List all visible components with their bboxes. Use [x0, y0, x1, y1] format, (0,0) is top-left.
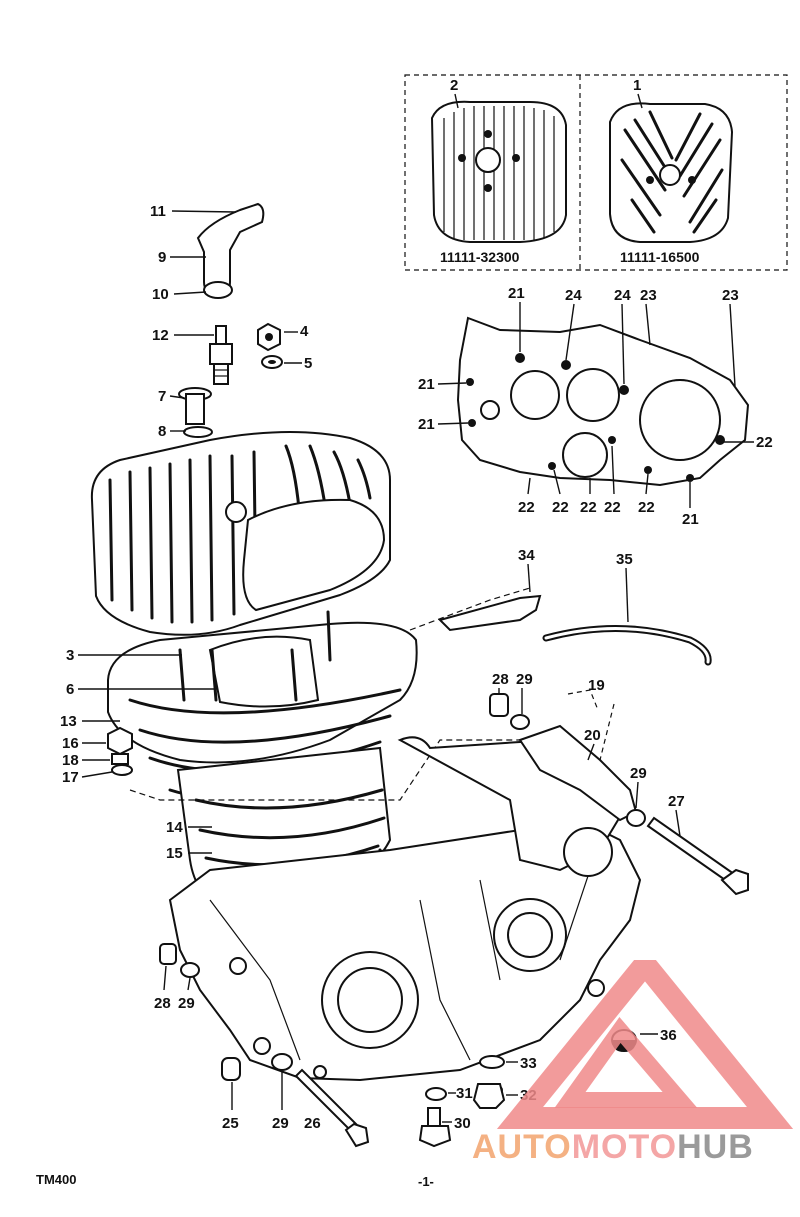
head-variant-32300 [430, 100, 567, 243]
head-variants-box: 2 1 11111-32300 11111-16500 [404, 74, 788, 271]
callout-17: 17 [62, 769, 79, 786]
drain-parts [418, 1055, 506, 1148]
callout-12: 12 [152, 327, 169, 344]
watermark-logo: AUTOMOTOHUB [470, 946, 800, 1180]
callout-8: 8 [158, 423, 166, 440]
callout-6: 6 [66, 681, 74, 698]
mount-bolt-26 [294, 1068, 370, 1148]
variant-part-number-32300: 11111-32300 [440, 249, 520, 265]
head-washer [261, 355, 283, 369]
callout-22: 22 [638, 499, 655, 516]
callout-33: 33 [520, 1055, 537, 1072]
callout-16: 16 [62, 735, 79, 752]
page-number: -1- [418, 1174, 434, 1189]
callout-21: 21 [418, 416, 435, 433]
variant-part-number-16500: 11111-16500 [620, 249, 700, 265]
callout-15: 15 [166, 845, 183, 862]
callout-26: 26 [304, 1115, 321, 1132]
callout-22: 22 [604, 499, 621, 516]
callout-28: 28 [492, 671, 509, 688]
washer-29 [626, 809, 646, 827]
callout-29: 29 [178, 995, 195, 1012]
callout-34: 34 [518, 547, 535, 564]
callout-24: 24 [614, 287, 631, 304]
callout-21: 21 [508, 285, 525, 302]
variant-callout-2: 2 [450, 77, 458, 94]
warning-triangle-icon [496, 946, 794, 1129]
callout-22: 22 [552, 499, 569, 516]
callout-31: 31 [456, 1085, 473, 1102]
callout-27: 27 [668, 793, 685, 810]
collar-left [159, 943, 200, 978]
callout-29: 29 [630, 765, 647, 782]
callout-20: 20 [584, 727, 601, 744]
variant-callout-1: 1 [633, 77, 641, 94]
model-code: TM400 [36, 1172, 77, 1187]
watermark-text-moto: MOTO [571, 1128, 678, 1166]
callout-9: 9 [158, 249, 166, 266]
callout-19: 19 [588, 677, 605, 694]
decompression-plug [178, 387, 213, 438]
spark-plug [209, 325, 233, 385]
callout-11: 11 [150, 203, 166, 220]
callout-18: 18 [62, 752, 79, 769]
callout-30: 30 [454, 1115, 471, 1132]
head-variant-16500 [609, 102, 734, 243]
callout-4: 4 [300, 323, 309, 340]
callout-3: 3 [66, 647, 74, 664]
callout-28: 28 [154, 995, 171, 1012]
callout-25: 25 [222, 1115, 239, 1132]
cylinder-nut-stack [107, 726, 133, 776]
callout-21: 21 [682, 511, 699, 528]
callout-10: 10 [152, 286, 169, 303]
gasket-callouts: 21 24 24 23 23 21 21 22 22 22 22 22 22 2… [418, 285, 773, 528]
callout-13: 13 [60, 713, 77, 730]
head-nut [257, 322, 281, 352]
callout-29: 29 [516, 671, 533, 688]
strip-34 [409, 587, 542, 632]
spark-plug-cap [196, 202, 265, 299]
callout-29: 29 [272, 1115, 289, 1132]
mount-bolt-27 [646, 816, 749, 896]
watermark-text-auto: AUTO [472, 1128, 572, 1166]
callout-24: 24 [565, 287, 582, 304]
cylinder-head [90, 431, 391, 636]
dowel-25 [221, 1057, 241, 1081]
collar-upper [489, 693, 530, 730]
watermark-text: AUTOMOTOHUB [472, 1128, 754, 1167]
callout-7: 7 [158, 388, 166, 405]
callout-14: 14 [166, 819, 183, 836]
callout-22: 22 [580, 499, 597, 516]
callout-22: 22 [518, 499, 535, 516]
crankcase [129, 736, 642, 1082]
washer-29-lower [271, 1053, 293, 1071]
hose-35 [542, 624, 712, 666]
callout-36: 36 [660, 1027, 677, 1044]
callout-5: 5 [304, 355, 312, 372]
callout-23: 23 [640, 287, 657, 304]
callout-23: 23 [722, 287, 739, 304]
callout-21: 21 [418, 376, 435, 393]
watermark-text-hub: HUB [677, 1128, 754, 1166]
callout-35: 35 [616, 551, 633, 568]
crankcase-gasket [456, 316, 750, 487]
callout-22: 22 [756, 434, 773, 451]
